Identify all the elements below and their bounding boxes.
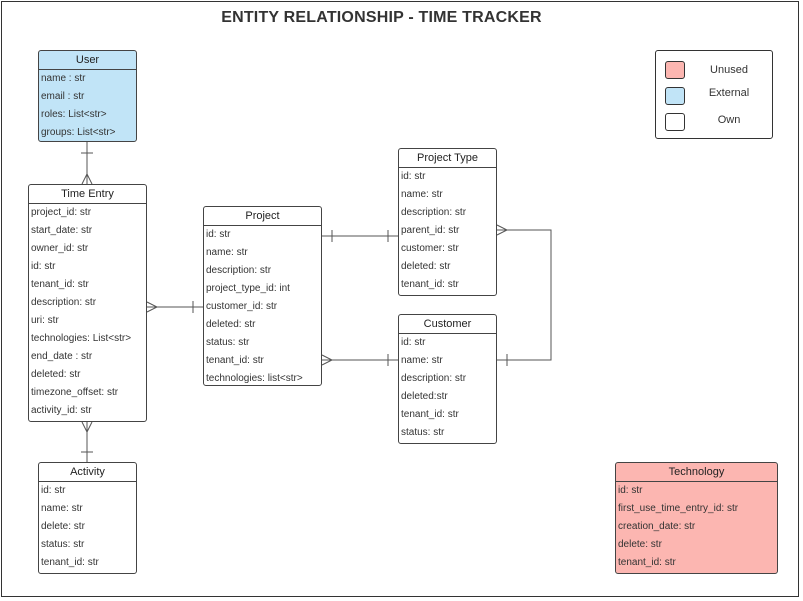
- entity-field: customer: str: [401, 243, 459, 254]
- entity-field: creation_date: str: [618, 521, 696, 532]
- entity-fields: id: str name: str description: str parent_i…: [399, 168, 496, 294]
- entity-field: groups: List<str>: [41, 127, 116, 138]
- crowfoot-many: [496, 224, 509, 236]
- entity-project[interactable]: Project id: str name: str description: str…: [203, 206, 322, 386]
- entity-field: status: str: [401, 427, 445, 438]
- entity-field: tenant_id: str: [41, 557, 99, 568]
- entity-field: roles: List<str>: [41, 109, 107, 120]
- entity-project-type[interactable]: Project Type id: str name: str description…: [398, 148, 497, 296]
- entity-field: email : str: [41, 91, 85, 102]
- connector-project-type-customer: [497, 229, 552, 361]
- entity-activity[interactable]: Activity id: str name: str delete: str stat…: [38, 462, 137, 574]
- entity-field: parent_id: str: [401, 225, 460, 236]
- entity-field: delete: str: [41, 521, 85, 532]
- crowfoot-many: [81, 421, 93, 434]
- entity-fields: id: str name: str delete: str status: str te…: [39, 482, 136, 572]
- entity-field: name : str: [41, 73, 86, 84]
- diagram-title: ENTITY RELATIONSHIP - TIME TRACKER: [221, 9, 542, 26]
- entity-header: User: [39, 51, 136, 70]
- entity-field: project_type_id: int: [206, 283, 290, 294]
- entity-field: end_date : str: [31, 351, 93, 362]
- entity-fields: id: str name: str description: str deleted:…: [399, 334, 496, 442]
- entity-field: technologies: list<str>: [206, 373, 303, 384]
- entity-field: tenant_id: str: [401, 409, 459, 420]
- crowfoot-many: [81, 172, 93, 185]
- entity-field: id: str: [618, 485, 643, 496]
- entity-header: Technology: [616, 463, 777, 482]
- entity-fields: id: str first_use_time_entry_id: str creat…: [616, 482, 777, 572]
- entity-field: description: str: [401, 373, 467, 384]
- entity-field: status: str: [41, 539, 85, 550]
- entity-field: project_id: str: [31, 207, 92, 218]
- entity-field: name: str: [401, 355, 443, 366]
- entity-field: deleted: str: [31, 369, 81, 380]
- entity-technology[interactable]: Technology id: str first_use_time_entry_i…: [615, 462, 778, 574]
- entity-field: deleted:str: [401, 391, 448, 402]
- entity-field: tenant_id: str: [618, 557, 676, 568]
- entity-field: timezone_offset: str: [31, 387, 119, 398]
- legend-swatch-external: [665, 87, 685, 105]
- legend: Unused External Own: [655, 50, 773, 139]
- crowfoot-many: [146, 301, 159, 313]
- entity-field: technologies: List<str>: [31, 333, 132, 344]
- entity-header: Project Type: [399, 149, 496, 168]
- entity-fields: id: str name: str description: str project_…: [204, 226, 321, 385]
- entity-field: description: str: [31, 297, 97, 308]
- legend-swatch-unused: [665, 61, 685, 79]
- entity-header: Activity: [39, 463, 136, 482]
- entity-field: description: str: [401, 207, 467, 218]
- legend-label-own: Own: [717, 114, 741, 126]
- entity-header: Customer: [399, 315, 496, 334]
- legend-label-unused: Unused: [710, 64, 748, 76]
- entity-field: id: str: [31, 261, 56, 272]
- entity-field: first_use_time_entry_id: str: [618, 503, 739, 514]
- entity-field: delete: str: [618, 539, 662, 550]
- entity-field: id: str: [41, 485, 66, 496]
- entity-field: start_date: str: [31, 225, 93, 236]
- legend-label-external: External: [708, 87, 750, 99]
- entity-field: customer_id: str: [206, 301, 278, 312]
- entity-field: id: str: [401, 337, 426, 348]
- entity-field: tenant_id: str: [401, 279, 459, 290]
- entity-field: id: str: [401, 171, 426, 182]
- entity-time-entry[interactable]: Time Entry project_id: str start_date: st…: [28, 184, 147, 422]
- entity-field: tenant_id: str: [31, 279, 89, 290]
- entity-field: tenant_id: str: [206, 355, 264, 366]
- entity-field: name: str: [41, 503, 83, 514]
- crowfoot-many: [321, 354, 334, 366]
- entity-header: Time Entry: [29, 185, 146, 204]
- entity-customer[interactable]: Customer id: str name: str description: st…: [398, 314, 497, 444]
- entity-field: deleted: str: [206, 319, 256, 330]
- entity-field: status: str: [206, 337, 250, 348]
- legend-swatch-own: [665, 113, 685, 131]
- entity-field: description: str: [206, 265, 272, 276]
- entity-fields: name : str email : str roles: List<str> gro…: [39, 70, 136, 141]
- entity-fields: project_id: str start_date: str owner_id: …: [29, 204, 146, 420]
- entity-field: deleted: str: [401, 261, 451, 272]
- entity-field: uri: str: [31, 315, 59, 326]
- entity-user[interactable]: User name : str email : str roles: List<st…: [38, 50, 137, 142]
- entity-field: name: str: [401, 189, 443, 200]
- entity-field: id: str: [206, 229, 231, 240]
- entity-field: name: str: [206, 247, 248, 258]
- entity-field: activity_id: str: [31, 405, 92, 416]
- entity-field: owner_id: str: [31, 243, 89, 254]
- entity-header: Project: [204, 207, 321, 226]
